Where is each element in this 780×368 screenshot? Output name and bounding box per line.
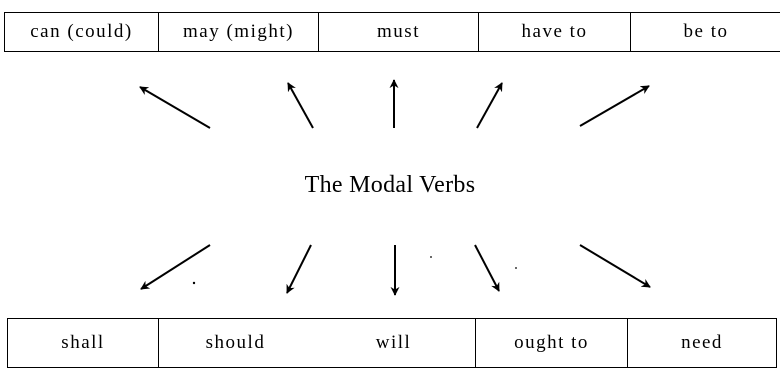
top-modal-verbs-row: can (could) may (might) must have to be … (4, 12, 780, 52)
arrow-to-can (139, 86, 211, 129)
verb-cell-be-to: be to (630, 13, 780, 51)
verb-cell-ought-to: ought to (475, 319, 627, 367)
verb-cell-must: must (318, 13, 478, 51)
bottom-modal-verbs-row: shall should will ought to need (7, 318, 777, 368)
arrow-to-shall (140, 244, 211, 290)
verb-cell-should: should (158, 319, 312, 367)
arrow-to-may (287, 82, 314, 129)
arrow-to-have-to (476, 82, 503, 129)
arrow-to-should (286, 244, 312, 294)
verb-cell-need: need (627, 319, 776, 367)
verb-cell-can: can (could) (30, 21, 133, 42)
arrow-to-be-to (579, 85, 650, 127)
arrow-to-need (579, 244, 651, 288)
verb-cell-have-to: have to (478, 13, 630, 51)
stray-dot (192, 281, 196, 285)
arrow-to-ought-to (474, 244, 500, 292)
stray-dot (430, 256, 432, 258)
verb-cell-shall: shall (61, 332, 105, 353)
verb-cell-will: will (375, 332, 412, 353)
center-label: The Modal Verbs (304, 172, 476, 198)
stray-dot (515, 267, 517, 269)
verb-cell-may: may (might) (158, 13, 318, 51)
